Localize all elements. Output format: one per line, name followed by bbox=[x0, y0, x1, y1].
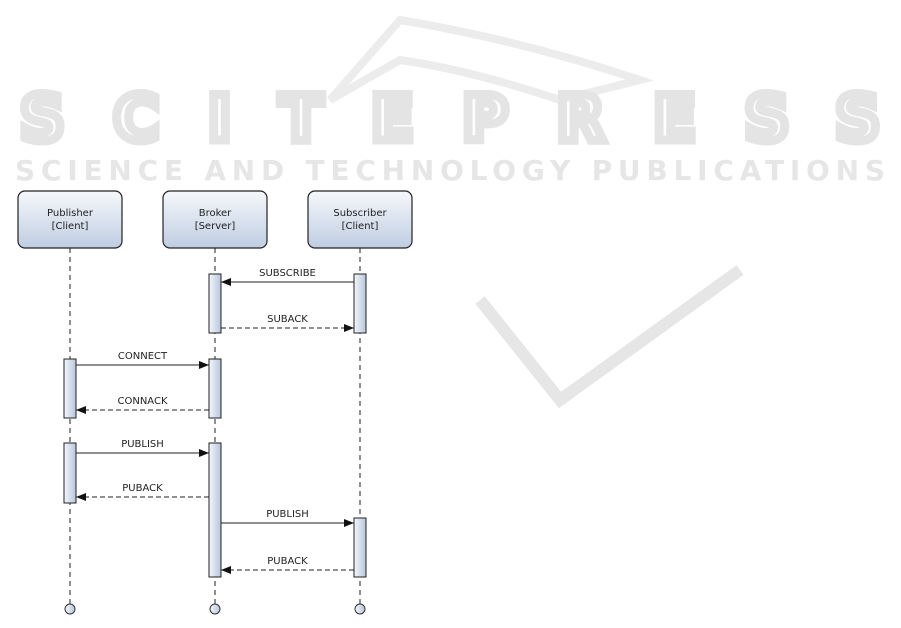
participant-role: [Client] bbox=[342, 221, 379, 232]
lifeline-end-circle bbox=[354, 603, 366, 615]
participant-role: [Client] bbox=[52, 221, 89, 232]
message-label: PUBLISH bbox=[121, 439, 164, 450]
lifeline-end-circle bbox=[64, 603, 76, 615]
watermark-title: SCITEPRESS bbox=[20, 82, 880, 155]
lifeline-end-circle bbox=[209, 603, 221, 615]
watermark-subtitle: SCIENCE AND TECHNOLOGY PUBLICATIONS bbox=[15, 154, 885, 187]
activation-bar bbox=[208, 273, 222, 334]
activation-bar bbox=[208, 442, 222, 578]
activation-bar bbox=[208, 358, 222, 419]
message-label: CONNECT bbox=[118, 351, 168, 362]
participant-role: [Server] bbox=[195, 221, 236, 232]
participant-box bbox=[307, 190, 413, 249]
message-label: PUBLISH bbox=[266, 509, 309, 520]
watermark-book-shape bbox=[326, 15, 655, 105]
activation-bar bbox=[63, 358, 77, 419]
participant-name: Subscriber bbox=[333, 208, 387, 219]
watermark: SCITEPRESS SCIENCE AND TECHNOLOGY PUBLIC… bbox=[15, 15, 885, 409]
message-label: PUBACK bbox=[267, 556, 308, 567]
message-label: PUBACK bbox=[122, 483, 163, 494]
watermark-v-shape bbox=[475, 265, 744, 409]
activation-bar bbox=[63, 442, 77, 504]
activation-bar bbox=[353, 273, 367, 334]
participant-box bbox=[17, 190, 123, 249]
message-label: CONNACK bbox=[117, 396, 167, 407]
message-label: SUBACK bbox=[267, 314, 308, 325]
activation-bar bbox=[353, 517, 367, 578]
participant-box bbox=[162, 190, 268, 249]
message-label: SUBSCRIBE bbox=[259, 268, 316, 279]
participant-name: Broker bbox=[199, 208, 232, 219]
participant-name: Publisher bbox=[47, 208, 94, 219]
